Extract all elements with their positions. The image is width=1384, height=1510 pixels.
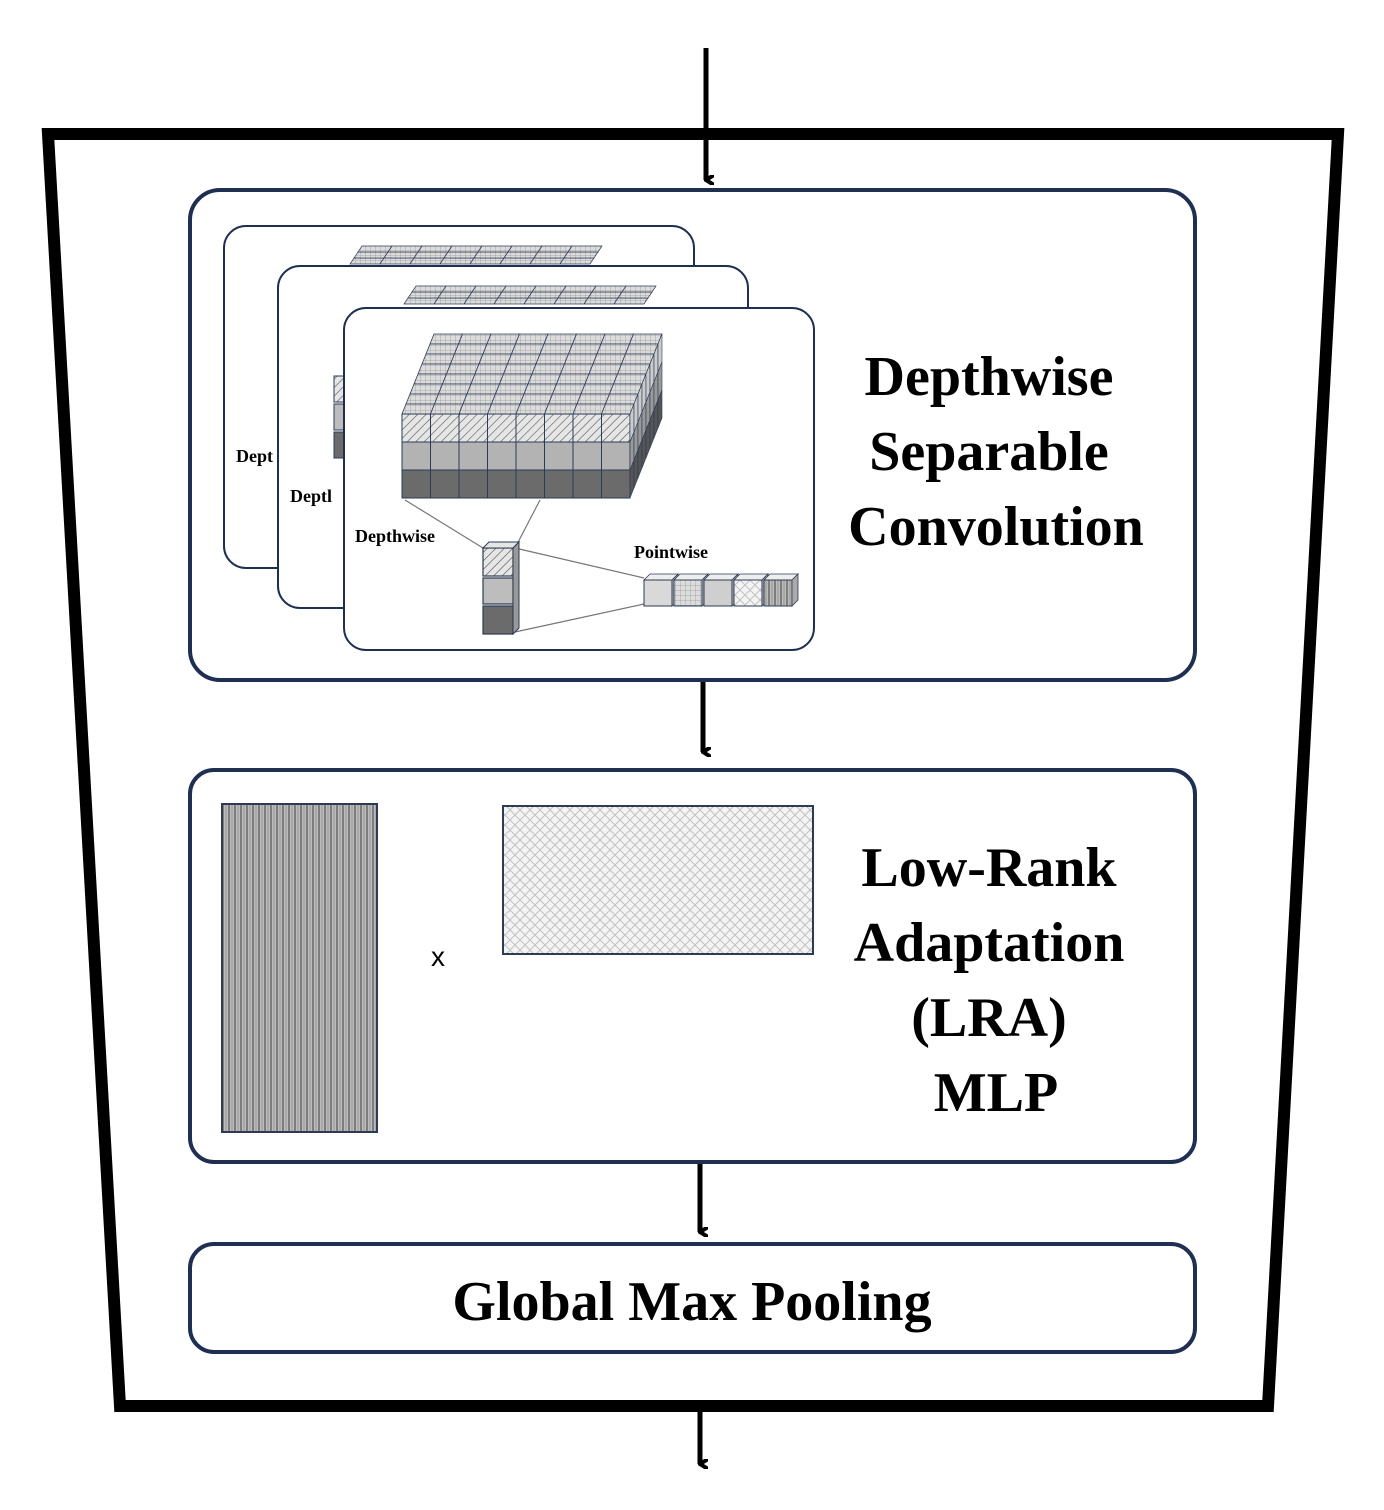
lra-title-line-3: (LRA) <box>911 987 1067 1049</box>
lra-block <box>188 768 1197 1164</box>
conv-card-front: Depthwise Pointwise <box>343 307 815 651</box>
pointwise-label: Pointwise <box>634 542 708 562</box>
depthwise-label: Depthwise <box>355 526 435 546</box>
dsc-title-line-3: Convolution <box>848 496 1144 558</box>
depthwise-kernel <box>481 540 521 636</box>
lra-title: Low-Rank Adaptation (LRA) MLP <box>854 837 1139 1124</box>
lra-title-line-2: Adaptation <box>854 912 1125 974</box>
pointwise-kernel <box>643 573 799 607</box>
pool-title: Global Max Pooling <box>452 1271 931 1333</box>
lra-matrix-b <box>502 805 814 955</box>
card-middle-label: Deptl <box>290 486 332 506</box>
lra-title-line-4: MLP <box>934 1062 1058 1124</box>
multiply-symbol: x <box>431 941 445 972</box>
dsc-title: Depthwise Separable Convolution <box>848 346 1144 558</box>
card-back-label: Dept <box>236 446 273 466</box>
lra-title-line-1: Low-Rank <box>861 837 1117 899</box>
lra-matrix-a <box>221 803 378 1133</box>
dsc-title-line-1: Depthwise <box>865 346 1114 408</box>
dsc-title-line-2: Separable <box>869 421 1109 483</box>
outer-module-frame <box>41 128 1345 1412</box>
pool-block <box>188 1242 1197 1354</box>
feature-tensor-cube <box>401 333 663 499</box>
